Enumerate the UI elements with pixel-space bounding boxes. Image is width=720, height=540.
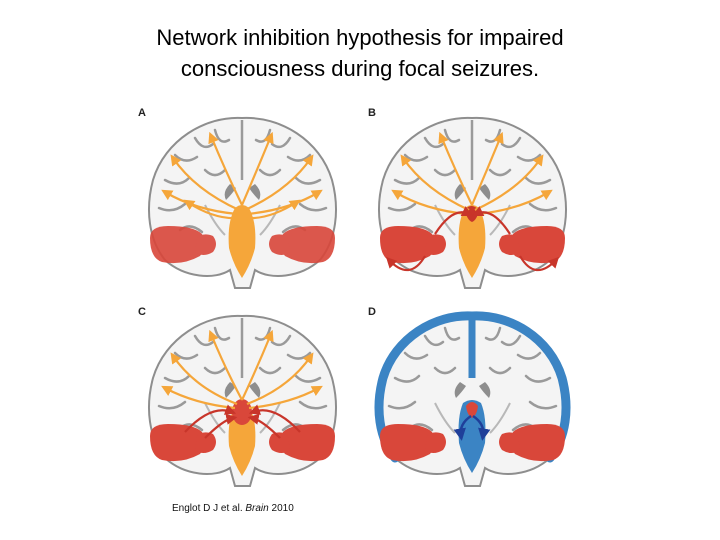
inhibition-arrows-d	[453, 414, 491, 441]
slide-title: Network inhibition hypothesis for impair…	[0, 22, 720, 84]
panel-label-a: A	[138, 107, 146, 119]
citation-year: 2010	[271, 503, 294, 514]
inhibited-subcortical-d	[458, 400, 486, 473]
panel-label-c: C	[138, 306, 146, 318]
seizure-focus-d	[466, 402, 478, 418]
panel-b-temporal-seizure	[365, 110, 580, 290]
panel-a-normal	[135, 110, 350, 290]
seizure-spread-arrows-b	[385, 206, 560, 272]
panel-label-d: D	[368, 306, 376, 318]
panel-c-subcortical-inhibition	[135, 308, 350, 488]
brain-diagram-c	[135, 308, 350, 488]
citation-authors: Englot D J et al.	[172, 503, 243, 514]
panel-label-b: B	[368, 107, 376, 119]
brain-diagram-d	[374, 311, 571, 488]
brain-diagram-a	[135, 110, 350, 290]
title-line-1: Network inhibition hypothesis for impair…	[156, 25, 564, 50]
panel-d-cortical-depression	[365, 308, 580, 488]
arousal-arrows-a	[161, 131, 323, 220]
citation: Englot D J et al. Brain 2010	[172, 503, 294, 514]
title-line-2: consciousness during focal seizures.	[180, 56, 540, 81]
inhibition-arrows-c	[184, 404, 301, 439]
brain-diagram-b	[365, 110, 580, 290]
citation-journal: Brain	[245, 503, 269, 514]
